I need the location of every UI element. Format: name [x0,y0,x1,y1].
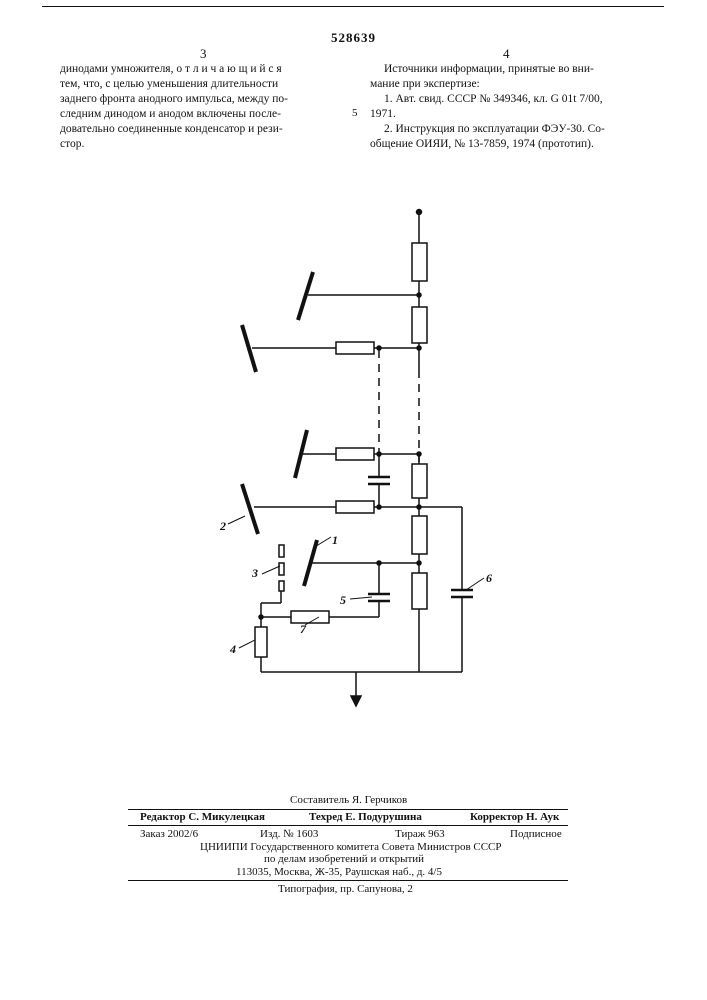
dynode-last [242,484,258,534]
resistor-dyn-last [336,501,374,513]
tirazh: Тираж 963 [395,828,445,841]
label-3: 3 [251,566,258,580]
resistor-top-2 [412,307,427,343]
org-line-2: по делам изобретений и открытий [264,853,424,866]
address: 113035, Москва, Ж-35, Раушская наб., д. … [236,866,442,879]
resistor-dyn-3 [336,448,374,460]
resistor-top-1 [412,243,427,281]
compiler: Составитель Я. Герчиков [290,794,407,807]
ground-arrow [351,696,361,706]
imprint-rule-1 [128,809,568,810]
resistor-mid-1 [412,464,427,498]
izd: Изд. № 1603 [260,828,318,841]
label-5: 5 [340,593,346,607]
dynode-top [298,272,313,320]
label-1: 1 [332,533,338,547]
order: Заказ 2002/6 [140,828,198,841]
label-4: 4 [229,642,236,656]
corrector: Корректор Н. Аук [470,811,559,824]
techred: Техред Е. Подурушина [309,811,422,824]
label-7: 7 [300,622,307,636]
resistor-dyn-2 [336,342,374,354]
element-3-seg-2 [279,563,284,575]
label-6: 6 [486,571,492,585]
resistor-lower-1 [412,516,427,554]
resistor-4 [255,627,267,657]
label-2: 2 [219,519,226,533]
podpisnoe: Подписное [510,828,562,841]
imprint-rule-3 [128,880,568,881]
imprint-rule-2 [128,825,568,826]
typography: Типография, пр. Сапунова, 2 [278,883,413,896]
top-terminal [417,210,422,215]
element-3-seg-3 [279,581,284,591]
editor: Редактор С. Микулецкая [140,811,265,824]
resistor-lower-2 [412,573,427,609]
element-3-seg-1 [279,545,284,557]
resistor-7 [291,611,329,623]
